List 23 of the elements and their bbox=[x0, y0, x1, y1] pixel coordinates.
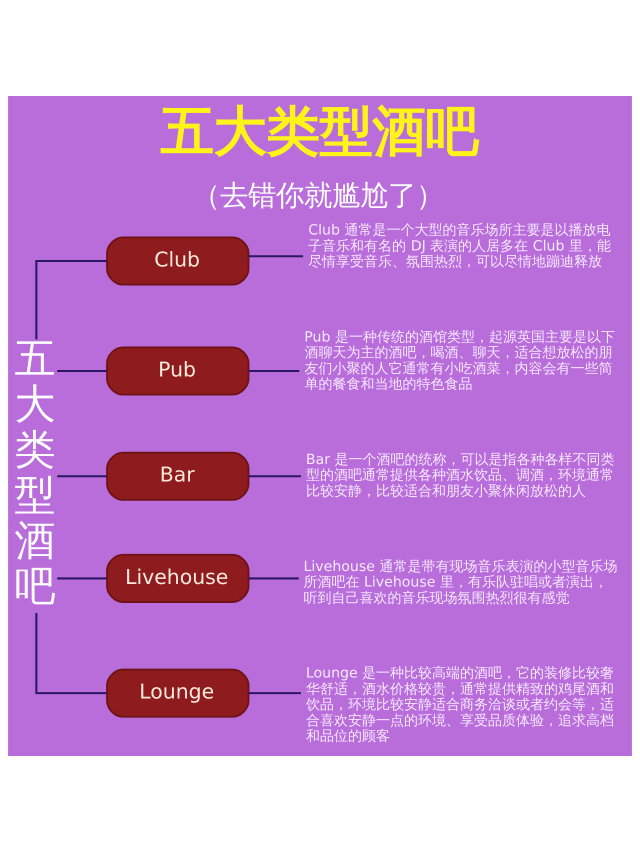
node-box: Club bbox=[106, 236, 250, 286]
connector bbox=[248, 370, 300, 372]
connector bbox=[57, 475, 107, 478]
node-text: Club 通常是一个大型的音乐场所主要是以播放电子音乐和有名的 DJ 表演的人居多在 Club 里，能尽情享受音乐、氛围热烈，可以尽情地蹦迪释放 bbox=[308, 222, 611, 270]
node-text: 五大类型酒吧 bbox=[14, 334, 56, 610]
node-box: Bar bbox=[106, 452, 250, 501]
caption: （去错你就尴尬了） bbox=[192, 179, 444, 212]
node-box: Lounge bbox=[106, 668, 250, 718]
connector bbox=[57, 370, 107, 372]
diagram-title: 五大类型酒吧 bbox=[160, 100, 478, 163]
connector bbox=[248, 692, 301, 694]
connector bbox=[35, 613, 107, 694]
connector bbox=[35, 260, 107, 340]
node-text: Pub 是一种传统的酒馆类型，起源英国主要是以下酒聊天为主的酒吧，喝酒、聊天，适合想放松的朋友们小聚的人它通常有小吃酒菜，内容会有一些简单的餐食和当地的特色食品 bbox=[304, 329, 615, 393]
connector bbox=[248, 255, 304, 258]
node-box: Livehouse bbox=[106, 554, 250, 603]
node-text: Bar 是一个酒吧的统称，可以是指各种各样不同类型的酒吧通常提供各种酒水饮品、调酒，环境通常比较安静，比较适合和朋友小聚休闲放松的人 bbox=[306, 452, 615, 500]
node-text: Livehouse 通常是带有现场音乐表演的小型音乐场所酒吧在 Livehouse 里，有乐队驻唱或者演出，听到自己喜欢的音乐现场氛围热烈很有感觉 bbox=[304, 558, 618, 606]
node-box: Pub bbox=[106, 346, 250, 396]
node-text: Lounge 是一种比较高端的酒吧，它的装修比较奢华舒适，酒水价格较贵，通常提供精致的鸡尾酒和饮品，环境比较安静适合商务洽谈或者约会等，适合喜欢安静一点的环境、享受品质体验，追求高档和品位的顾客 bbox=[306, 666, 614, 745]
connector bbox=[248, 475, 301, 478]
connector bbox=[248, 577, 299, 580]
connector bbox=[57, 577, 107, 580]
